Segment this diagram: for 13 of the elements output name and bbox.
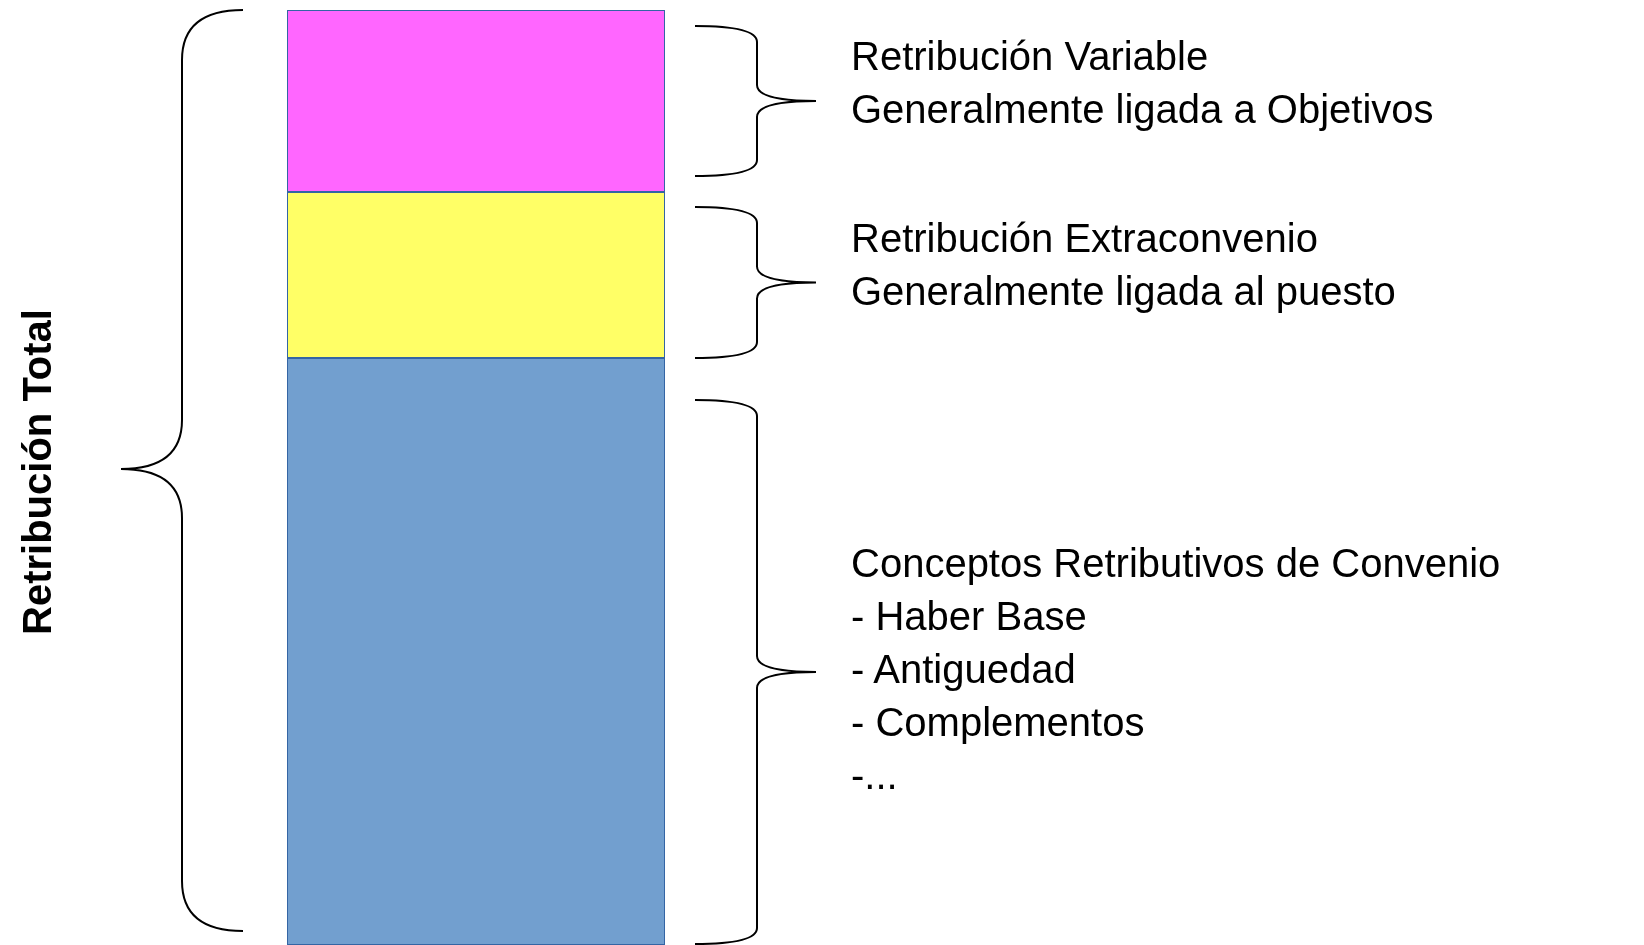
bar-segment [287, 358, 665, 945]
description-text: -... [851, 752, 899, 799]
bar-segment [287, 192, 665, 358]
bar-segment [287, 10, 665, 192]
description-text: - Antiguedad [851, 646, 1077, 693]
description-text: Generalmente ligada a Objetivos [851, 86, 1434, 133]
description-text: Retribución Extraconvenio [851, 215, 1319, 262]
description-text: Generalmente ligada al puesto [851, 268, 1396, 315]
description-text: Conceptos Retributivos de Convenio [851, 540, 1501, 587]
description-text: - Haber Base [851, 593, 1088, 640]
axis-title: Retribución Total [17, 309, 57, 635]
description-text: - Complementos [851, 699, 1146, 746]
description-text: Retribución Variable [851, 33, 1210, 80]
